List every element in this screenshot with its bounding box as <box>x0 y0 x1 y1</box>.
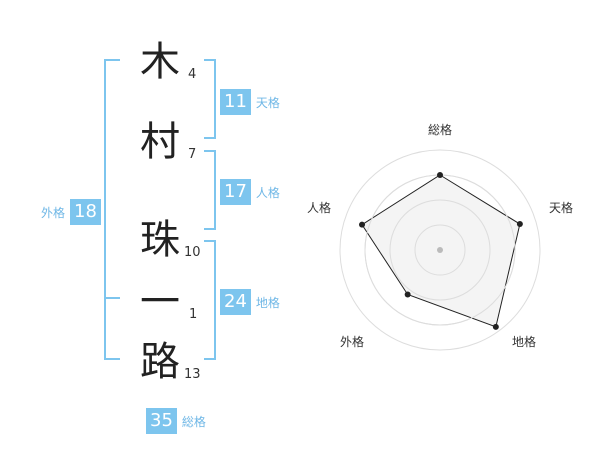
radar-point-1 <box>437 172 443 178</box>
tenkaku-value: 11 <box>220 89 251 115</box>
stroke-count-4: 1 <box>189 307 198 322</box>
tenkaku-label: 天格 <box>255 95 280 110</box>
radar-axis-label-soukaku: 総格 <box>427 123 452 137</box>
radar-point-2 <box>516 221 523 228</box>
radar-axis-label-tenkaku: 天格 <box>548 201 573 215</box>
name-char-1: 木 <box>140 39 180 85</box>
radar-axis-label-jinkaku: 人格 <box>306 201 331 215</box>
radar-axis-label-chikaku: 地格 <box>511 335 536 349</box>
name-char-4: 一 <box>140 279 180 325</box>
stroke-count-1: 4 <box>188 67 197 82</box>
soukaku: 35 総格 <box>146 408 211 434</box>
name-char-5: 路 <box>140 339 180 385</box>
radar-axis-label-gaikaku: 外格 <box>339 335 364 349</box>
radar-points <box>359 172 523 330</box>
gaikaku-label: 外格 <box>41 205 66 220</box>
name-char-2: 村 <box>140 119 180 165</box>
stroke-count-3: 10 <box>184 245 201 260</box>
gaikaku-value: 18 <box>70 199 101 225</box>
stroke-count-5: 13 <box>184 367 201 382</box>
soukaku-label: 総格 <box>181 414 206 429</box>
gaikaku: 18 外格 <box>36 199 101 225</box>
jinkaku-bracket <box>204 150 216 230</box>
radar-inner-ring <box>414 224 466 276</box>
tenkaku-bracket <box>204 59 216 139</box>
radar-point-5 <box>359 221 366 228</box>
jinkaku: 17 人格 <box>220 179 285 205</box>
chikaku: 24 地格 <box>220 289 285 315</box>
radar-point-3 <box>492 323 499 330</box>
jinkaku-label: 人格 <box>255 185 280 200</box>
chikaku-label: 地格 <box>255 295 280 310</box>
gaikaku-bracket <box>104 59 120 360</box>
stroke-count-2: 7 <box>188 147 197 162</box>
chikaku-bracket <box>204 240 216 360</box>
jinkaku-value: 17 <box>220 179 251 205</box>
radar-center-dot <box>437 247 443 253</box>
soukaku-value: 35 <box>146 408 177 434</box>
radar-point-4 <box>404 291 411 298</box>
chikaku-value: 24 <box>220 289 251 315</box>
tenkaku: 11 天格 <box>220 89 285 115</box>
radar-inner-ring <box>389 199 491 301</box>
name-char-3: 珠 <box>140 217 180 263</box>
gaikaku-bracket-divider <box>104 297 120 299</box>
